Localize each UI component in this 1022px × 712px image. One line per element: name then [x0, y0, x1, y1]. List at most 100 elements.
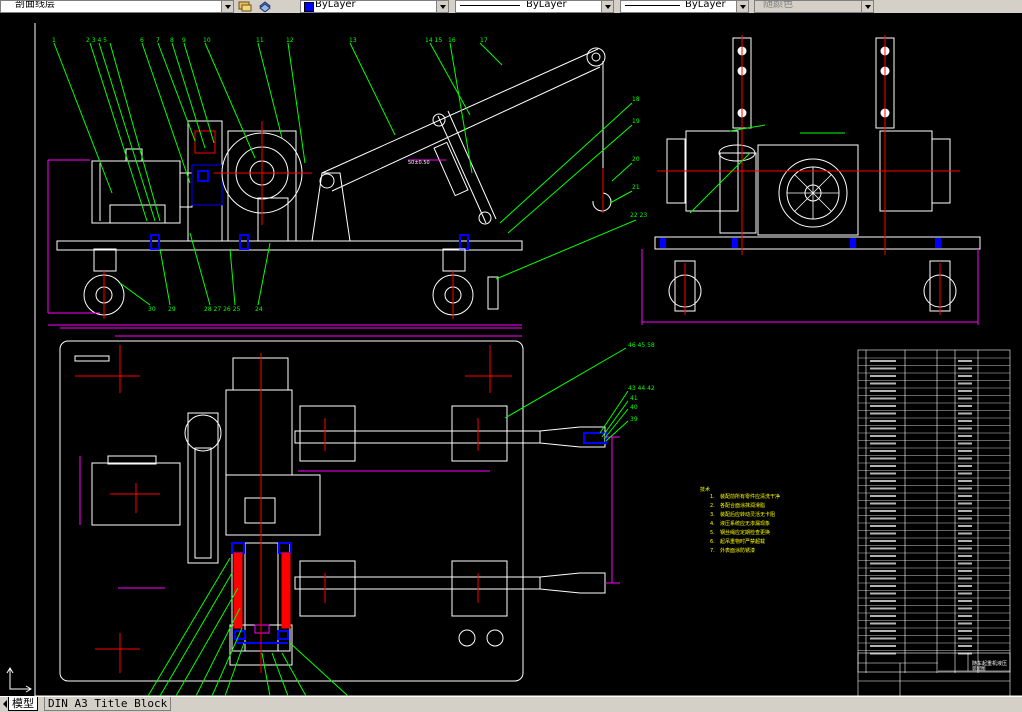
- parts-list-cell-text: [870, 645, 896, 647]
- parts-list-cell-text: [870, 532, 896, 535]
- parts-list-cell-text: [958, 472, 972, 475]
- parts-list-cell-text: [958, 517, 972, 520]
- svg-text:各配合面涂抹润滑脂: 各配合面涂抹润滑脂: [720, 502, 765, 509]
- lineweight-dropdown-value: ByLayer: [685, 0, 726, 10]
- parts-list-cell-text: [958, 585, 972, 587]
- color-swatch: [304, 2, 314, 12]
- layout-tabs-bar: 模型 DIN A3 Title Block: [0, 696, 1022, 712]
- parts-list-cell-text: [870, 412, 896, 415]
- parts-list-cell-text: [870, 517, 896, 520]
- top-view-centerlines: [75, 345, 512, 673]
- parts-list-cell-text: [958, 555, 972, 557]
- svg-text:技术: 技术: [700, 486, 710, 493]
- tab-model[interactable]: 模型: [8, 697, 38, 711]
- plotstyle-dropdown[interactable]: 随颜色: [754, 0, 874, 13]
- svg-text:6: 6: [140, 37, 144, 44]
- parts-list-cell-text: [870, 592, 896, 595]
- parts-list-cell-text: [870, 405, 896, 407]
- parts-list-cell-text: [958, 487, 972, 490]
- svg-text:46 45 58: 46 45 58: [628, 342, 655, 349]
- parts-list-cell-text: [958, 427, 972, 430]
- color-dropdown-value: ByLayer: [315, 0, 356, 10]
- svg-text:6.: 6.: [710, 539, 715, 545]
- parts-list-cell-text: [870, 465, 896, 467]
- parts-list-cell-text: [958, 502, 972, 505]
- svg-text:装配前所有零件应清洗干净: 装配前所有零件应清洗干净: [720, 493, 780, 500]
- parts-list-cell-text: [958, 435, 972, 437]
- blue-parts: [660, 238, 941, 248]
- parts-list-cell-text: [870, 367, 896, 370]
- svg-text:液压系统应无渗漏现象: 液压系统应无渗漏现象: [720, 520, 770, 527]
- layer-dropdown-value: 剖面线层: [15, 0, 55, 10]
- svg-text:装配后应转动灵活无卡阻: 装配后应转动灵活无卡阻: [720, 511, 775, 518]
- parts-list-cell-text: [958, 652, 972, 655]
- chevron-down-icon[interactable]: [736, 1, 748, 12]
- svg-text:13: 13: [349, 37, 357, 44]
- parts-list-cell-text: [870, 547, 896, 550]
- lineweight-dropdown[interactable]: ByLayer: [620, 0, 749, 13]
- parts-list-cell-text: [958, 420, 972, 422]
- linetype-dropdown-value: ByLayer: [526, 0, 567, 10]
- parts-list-cell-text: [870, 630, 896, 632]
- parts-list-cell-text: [870, 360, 896, 362]
- side-view-leaders: [689, 124, 845, 214]
- linetype-preview: [460, 5, 520, 6]
- parts-list-cell-text: [958, 375, 972, 377]
- chevron-down-icon[interactable]: [601, 1, 613, 12]
- svg-text:41: 41: [630, 395, 638, 402]
- front-view-leaders: [53, 42, 637, 306]
- svg-text:17: 17: [480, 37, 488, 44]
- parts-list-cell-text: [870, 457, 896, 460]
- svg-text:21: 21: [632, 184, 640, 191]
- tab-din-a3-title-block[interactable]: DIN A3 Title Block: [44, 697, 172, 711]
- parts-list-cell-text: [958, 480, 972, 482]
- svg-text:起吊重物时严禁超载: 起吊重物时严禁超载: [720, 538, 765, 545]
- svg-text:外表面涂防锈漆: 外表面涂防锈漆: [720, 547, 755, 554]
- parts-list-cell-text: [870, 510, 896, 512]
- parts-list-cell-text: [870, 502, 896, 505]
- parts-list-cell-text: [958, 412, 972, 415]
- front-view-note: 50±0.50: [408, 160, 430, 166]
- top-view-leaders: [147, 347, 629, 697]
- title-block: [857, 652, 1011, 697]
- parts-list-cell-text: [958, 592, 972, 595]
- parts-list-cell-text: [958, 465, 972, 467]
- top-view: [59, 340, 606, 682]
- svg-text:18: 18: [632, 96, 640, 103]
- chevron-down-icon[interactable]: [221, 1, 233, 12]
- chevron-down-icon[interactable]: [436, 1, 448, 12]
- parts-list-cell-text: [870, 382, 896, 385]
- top-view-dimensions: [60, 327, 620, 589]
- layer-dropdown[interactable]: 剖面线层: [0, 0, 234, 13]
- tab-scroll-left-icon[interactable]: [1, 699, 9, 709]
- parts-list-cell-text: [958, 360, 972, 362]
- parts-list-cell-text: [870, 435, 896, 437]
- parts-list-cell-text: [870, 600, 896, 602]
- side-view-dimensions: [641, 249, 979, 325]
- parts-list-cell-text: [870, 540, 896, 542]
- parts-list-cell-text: [958, 397, 972, 400]
- layer-states-icon[interactable]: [238, 0, 252, 12]
- parts-list-cell-text: [958, 457, 972, 460]
- chevron-down-icon[interactable]: [861, 1, 873, 12]
- parts-list-cell-text: [870, 622, 896, 625]
- parts-list-cell-text: [958, 405, 972, 407]
- linetype-dropdown[interactable]: ByLayer: [455, 0, 614, 13]
- parts-list-cell-text: [870, 427, 896, 430]
- svg-text:4.: 4.: [710, 521, 715, 527]
- svg-text:22 23: 22 23: [630, 212, 647, 219]
- top-view-red-shaft: [233, 552, 291, 634]
- parts-list-cell-text: [870, 562, 896, 565]
- front-view-centerlines: [103, 121, 604, 319]
- layer-previous-icon[interactable]: [258, 0, 272, 12]
- parts-list-cell-text: [870, 607, 896, 610]
- drawing-border: [34, 23, 1022, 697]
- svg-text:3.: 3.: [710, 512, 715, 518]
- color-dropdown[interactable]: ByLayer: [300, 0, 449, 13]
- svg-text:14 15: 14 15: [425, 37, 442, 44]
- svg-text:7: 7: [156, 37, 160, 44]
- title-block-name: 随车起重机液压: [972, 660, 1007, 667]
- svg-text:11: 11: [256, 37, 264, 44]
